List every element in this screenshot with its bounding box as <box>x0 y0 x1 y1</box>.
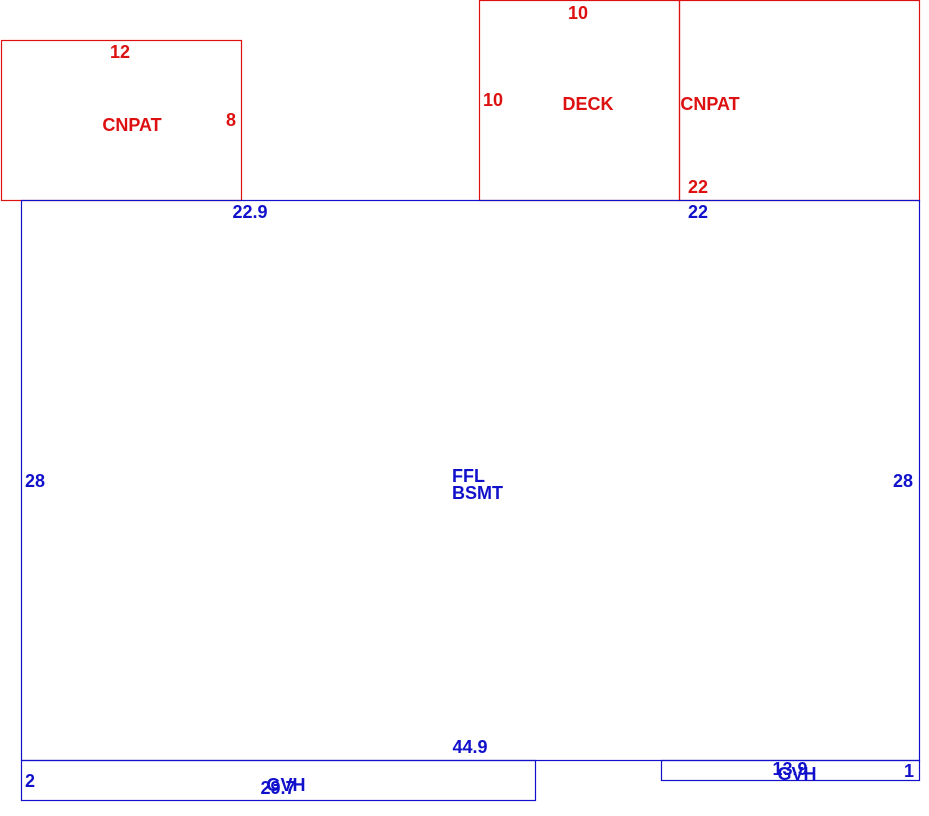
carport-right-label: CNPAT <box>680 94 739 114</box>
carport-left-top-dimension: 12 <box>110 42 130 62</box>
garage-right-label: GVH <box>777 764 816 784</box>
deck-top-dimension: 10 <box>568 3 588 23</box>
garage-left-outline <box>20 759 537 802</box>
main-left-dimension: 28 <box>25 471 45 491</box>
garage-right-outline <box>660 759 921 782</box>
main-label-line1: FFL <box>452 466 485 486</box>
main-label-line2: BSMT <box>452 483 503 503</box>
main-top-right-dimension: 22 <box>688 202 708 222</box>
garage-left-label: GVH <box>266 775 305 795</box>
main-right-dimension: 28 <box>893 471 913 491</box>
carport-right-bottom-dimension: 22 <box>688 177 708 197</box>
garage-right-side-dimension: 1 <box>904 761 914 781</box>
carport-left-label: CNPAT <box>102 115 161 135</box>
deck-label: DECK <box>562 94 613 114</box>
deck-side-dimension: 10 <box>483 90 503 110</box>
garage-left-bottom-dimension: 29.7 <box>260 778 295 798</box>
garage-right-top-dimension: 13.9 <box>772 759 807 779</box>
carport-left-side-dimension: 8 <box>226 110 236 130</box>
garage-left-side-dimension: 2 <box>25 771 35 791</box>
main-top-left-dimension: 22.9 <box>232 202 267 222</box>
main-bottom-dimension: 44.9 <box>452 737 487 757</box>
